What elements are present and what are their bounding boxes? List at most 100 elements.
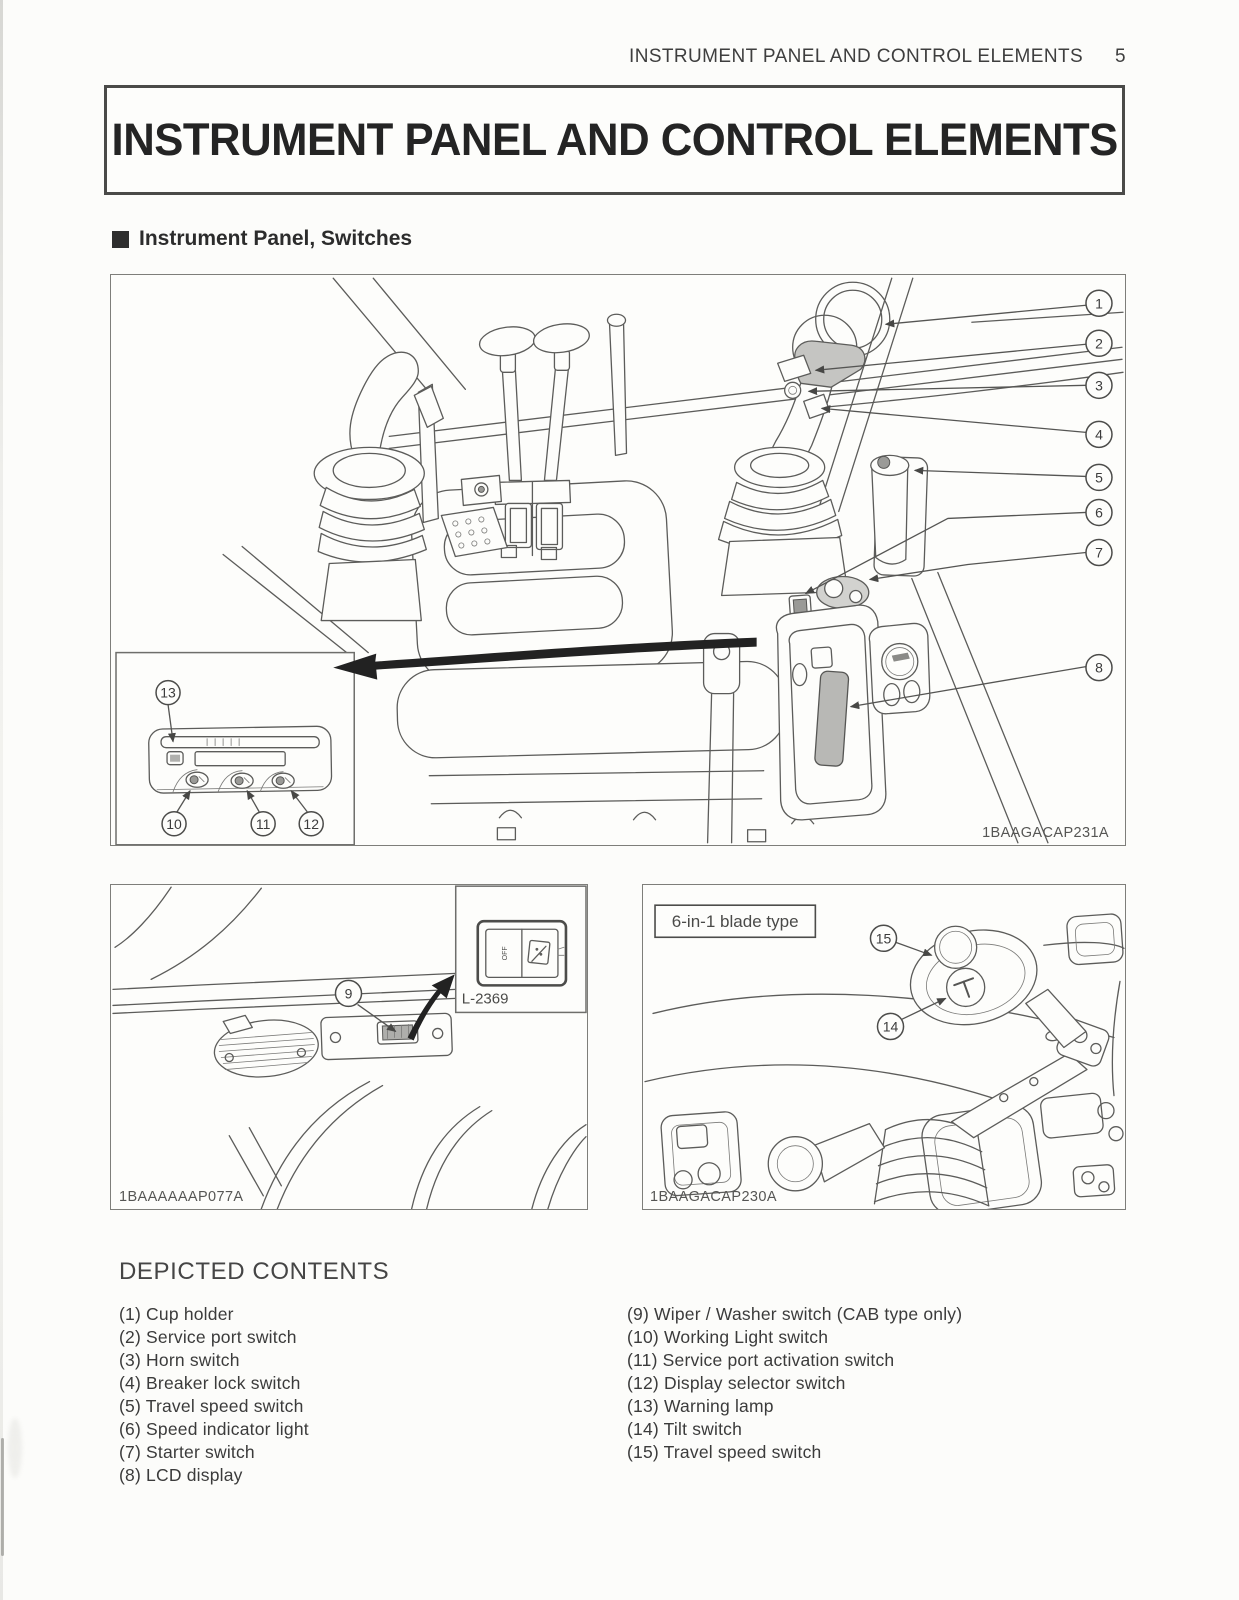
switch-off-text: OFF (502, 946, 509, 960)
contents-item: (1) Cup holder (119, 1304, 234, 1324)
svg-text:3: 3 (1095, 377, 1103, 393)
contents-item: (10) Working Light switch (627, 1327, 829, 1347)
callout-12: 12 (298, 810, 324, 837)
svg-text:8: 8 (1095, 660, 1103, 676)
section-heading: Instrument Panel, Switches (112, 227, 412, 251)
starter-switch-drawing (881, 642, 919, 681)
dome-light-drawing (213, 1014, 319, 1078)
contents-heading: DEPICTED CONTENTS (119, 1258, 390, 1285)
main-diagram-illustration: 13 10 11 12 1 2 3 4 5 6 7 8 (115, 277, 1124, 845)
callout-8: 8 (1085, 653, 1113, 682)
figure-blade-lever: 15 14 6-in-1 blade type 1BAAGACAP230A (642, 884, 1126, 1210)
service-port-switch-drawing (777, 354, 812, 382)
running-header: INSTRUMENT PANEL AND CONTROL ELEMENTS 5 (0, 46, 1126, 68)
contents-item: (13) Warning lamp (627, 1396, 774, 1416)
contents-item: (4) Breaker lock switch (119, 1373, 301, 1393)
callout-5: 5 (1085, 463, 1113, 492)
right-console-lines (1040, 1092, 1124, 1198)
detail-pointer-arrow (407, 974, 455, 1041)
lever-arm-drawing (950, 988, 1110, 1139)
contents-item: (11) Service port activation switch (627, 1350, 895, 1370)
scan-edge-artifact (0, 0, 3, 1600)
contents-column-right: (9) Wiper / Washer switch (CAB type only… (627, 1303, 962, 1464)
callout-7: 7 (1085, 538, 1113, 567)
cab-structure-lines (222, 277, 1124, 844)
svg-text:14: 14 (883, 1018, 899, 1034)
blade-type-label-box: 6-in-1 blade type (654, 904, 817, 939)
svg-text:10: 10 (166, 816, 182, 832)
scan-mark-artifact (1, 1438, 4, 1556)
figure-code-main: 1BAAGACAP231A (982, 825, 1109, 841)
square-bullet-icon (112, 230, 129, 248)
inset-pointer-arrow (333, 637, 757, 680)
contents-column-left: (1) Cup holder (2) Service port switch (3)… (119, 1303, 309, 1487)
svg-text:11: 11 (256, 816, 271, 832)
running-header-title: INSTRUMENT PANEL AND CONTROL ELEMENTS (629, 46, 1084, 67)
travel-speed-button-drawing (933, 925, 978, 969)
contents-item: (9) Wiper / Washer switch (CAB type only… (627, 1304, 963, 1324)
cup-holder-inner-ring (823, 289, 883, 349)
chapter-title-box: INSTRUMENT PANEL AND CONTROL ELEMENTS (104, 85, 1125, 195)
right-console-drawing (775, 575, 931, 821)
blade-type-label: 6-in-1 blade type (672, 912, 799, 931)
svg-text:12: 12 (303, 816, 319, 832)
contents-item: (7) Starter switch (119, 1442, 255, 1462)
figure-wiper-switch: OFF L-2369 9 1BAAAAAAP077A (110, 884, 588, 1210)
contents-item: (3) Horn switch (119, 1350, 240, 1370)
callout-15: 15 (869, 924, 898, 953)
figure-code-cab: 1BAAAAAAP077A (119, 1189, 244, 1205)
callout-10: 10 (161, 810, 187, 837)
svg-text:9: 9 (345, 985, 353, 1001)
main-callout-leaders (804, 304, 1087, 710)
horn-switch-drawing (784, 381, 802, 399)
svg-text:5: 5 (1095, 469, 1103, 485)
page-number: 5 (1115, 46, 1126, 67)
contents-item: (5) Travel speed switch (119, 1396, 304, 1416)
callout-13: 13 (155, 679, 181, 706)
left-control-drawing (660, 1111, 886, 1197)
contents-item: (15) Travel speed switch (627, 1442, 822, 1462)
travel-levers-drawing (478, 313, 628, 561)
callout-4: 4 (1085, 420, 1113, 449)
callout-3: 3 (1085, 371, 1113, 400)
chapter-title: INSTRUMENT PANEL AND CONTROL ELEMENTS (111, 114, 1118, 165)
blade-lever-illustration: 15 14 6-in-1 blade type (644, 904, 1125, 1209)
callout-14: 14 (876, 1012, 905, 1041)
wiper-icon (527, 939, 565, 965)
svg-text:2: 2 (1095, 335, 1103, 351)
left-joystick-drawing (313, 351, 509, 622)
right-joystick-cup-holder-drawing (717, 281, 891, 597)
tilt-switch-drawing (945, 967, 986, 1008)
svg-text:15: 15 (876, 930, 892, 946)
callout-6: 6 (1085, 498, 1113, 527)
figure-code-blade: 1BAAGACAP230A (650, 1189, 777, 1205)
wiper-switch-plate-drawing (320, 1012, 453, 1061)
figure-instrument-panel-overview: 13 10 11 12 1 2 3 4 5 6 7 8 1BAAGACAP231… (110, 274, 1126, 846)
pedal-holes (452, 516, 491, 549)
scan-smudge-artifact (8, 1418, 22, 1478)
seat-frame-post-drawing (702, 632, 741, 844)
contents-item: (14) Tilt switch (627, 1419, 743, 1439)
svg-text:7: 7 (1095, 544, 1103, 560)
svg-text:6: 6 (1095, 504, 1103, 520)
svg-text:13: 13 (160, 685, 176, 701)
contents-item: (2) Service port switch (119, 1327, 297, 1347)
switch-detail-inset: OFF L-2369 (454, 885, 587, 1014)
contents-item: (6) Speed indicator light (119, 1419, 309, 1439)
blade-knob-drawing (909, 925, 1038, 1026)
callout-2: 2 (1085, 329, 1113, 358)
detail-label: L-2369 (462, 990, 509, 1007)
svg-text:1: 1 (1095, 295, 1103, 311)
contents-item: (8) LCD display (119, 1465, 243, 1485)
contents-item: (12) Display selector switch (627, 1373, 846, 1393)
cab-roof-illustration: OFF L-2369 9 (112, 885, 587, 1209)
roof-structure-lines (112, 886, 587, 1209)
panel-display-window-drawing (194, 751, 286, 767)
callout-9: 9 (334, 979, 363, 1008)
instrument-panel-inset: 13 10 11 12 (115, 651, 355, 845)
svg-text:4: 4 (1095, 426, 1103, 442)
travel-speed-knob-drawing (870, 454, 929, 577)
lcd-display-drawing (814, 670, 850, 767)
callout-1: 1 (1085, 289, 1113, 318)
